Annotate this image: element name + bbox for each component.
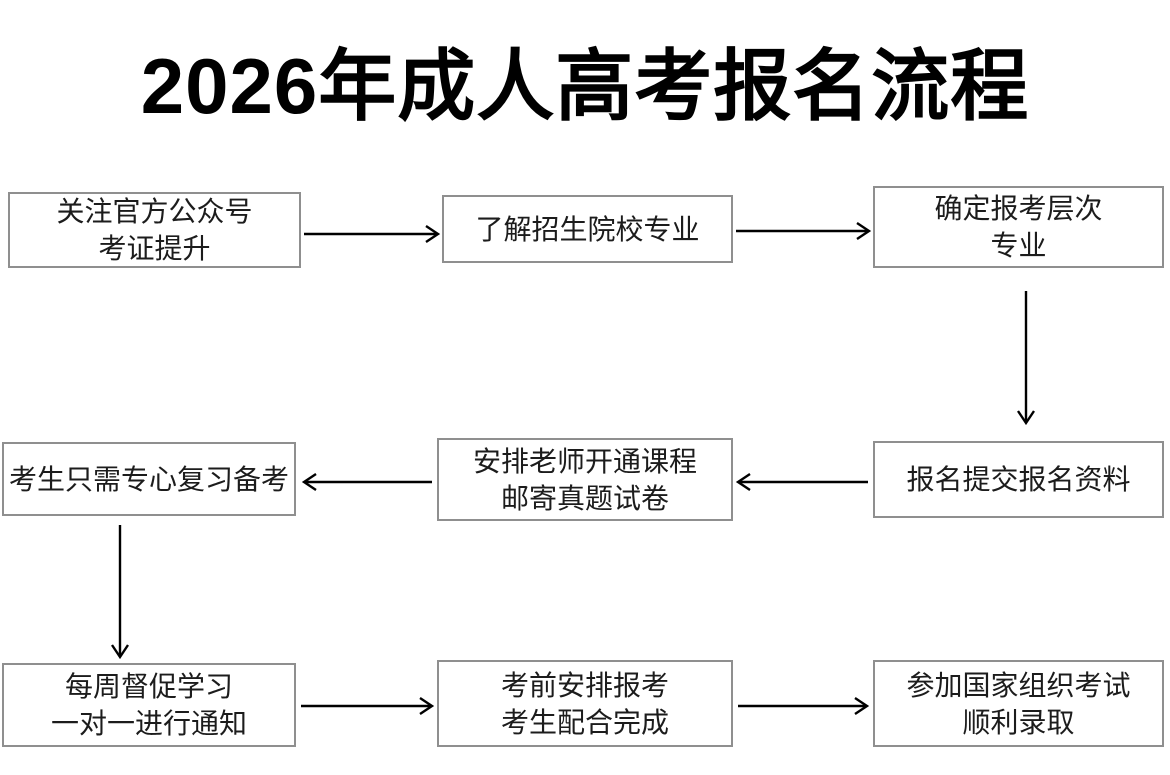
arrow-right-step7-step8-icon [300, 695, 435, 717]
flow-node-step3: 确定报考层次 专业 [873, 186, 1164, 268]
node-text-line: 关注官方公众号 [56, 196, 253, 227]
flow-node-step6: 考生只需专心复习备考 [2, 442, 296, 516]
flow-node-step4: 报名提交报名资料 [873, 441, 1164, 518]
flow-node-step2: 了解招生院校专业 [442, 195, 733, 263]
node-text-line: 考前安排报考 [500, 669, 669, 701]
arrow-right-step8-step9-icon [737, 695, 870, 717]
flow-node-step9: 参加国家组织考试 顺利录取 [873, 660, 1164, 747]
flow-node-step1: 关注官方公众号 考证提升 [8, 192, 301, 268]
arrow-right-step1-step2-icon [303, 223, 441, 245]
flow-node-step7: 每周督促学习 一对一进行通知 [2, 663, 296, 747]
arrow-down-step3-step4-icon [1015, 290, 1037, 426]
node-text-line: 安排老师开通课程 [472, 445, 697, 477]
node-text-line: 专业 [990, 230, 1047, 261]
arrow-down-step6-step7-icon [109, 524, 131, 660]
page-title: 2026年成人高考报名流程 [140, 42, 1030, 130]
flow-node-step5: 安排老师开通课程 邮寄真题试卷 [437, 438, 733, 521]
node-text-line: 报名提交报名资料 [906, 464, 1131, 495]
arrow-left-step4-step5-icon [735, 471, 869, 493]
arrow-left-step5-step6-icon [301, 471, 433, 493]
flow-node-step8: 考前安排报考 考生配合完成 [437, 660, 733, 747]
node-text-line: 考生只需专心复习备考 [8, 463, 289, 495]
node-text-line: 考生配合完成 [500, 706, 669, 738]
node-text-line: 确定报考层次 [934, 193, 1103, 224]
node-text-line: 邮寄真题试卷 [500, 482, 669, 514]
node-text-line: 了解招生院校专业 [475, 213, 700, 245]
node-text-line: 参加国家组织考试 [906, 669, 1131, 701]
node-text-line: 顺利录取 [962, 706, 1075, 738]
arrow-right-step2-step3-icon [735, 220, 872, 242]
node-text-line: 考证提升 [98, 233, 211, 264]
node-text-line: 一对一进行通知 [50, 708, 247, 739]
node-text-line: 每周督促学习 [64, 671, 233, 702]
